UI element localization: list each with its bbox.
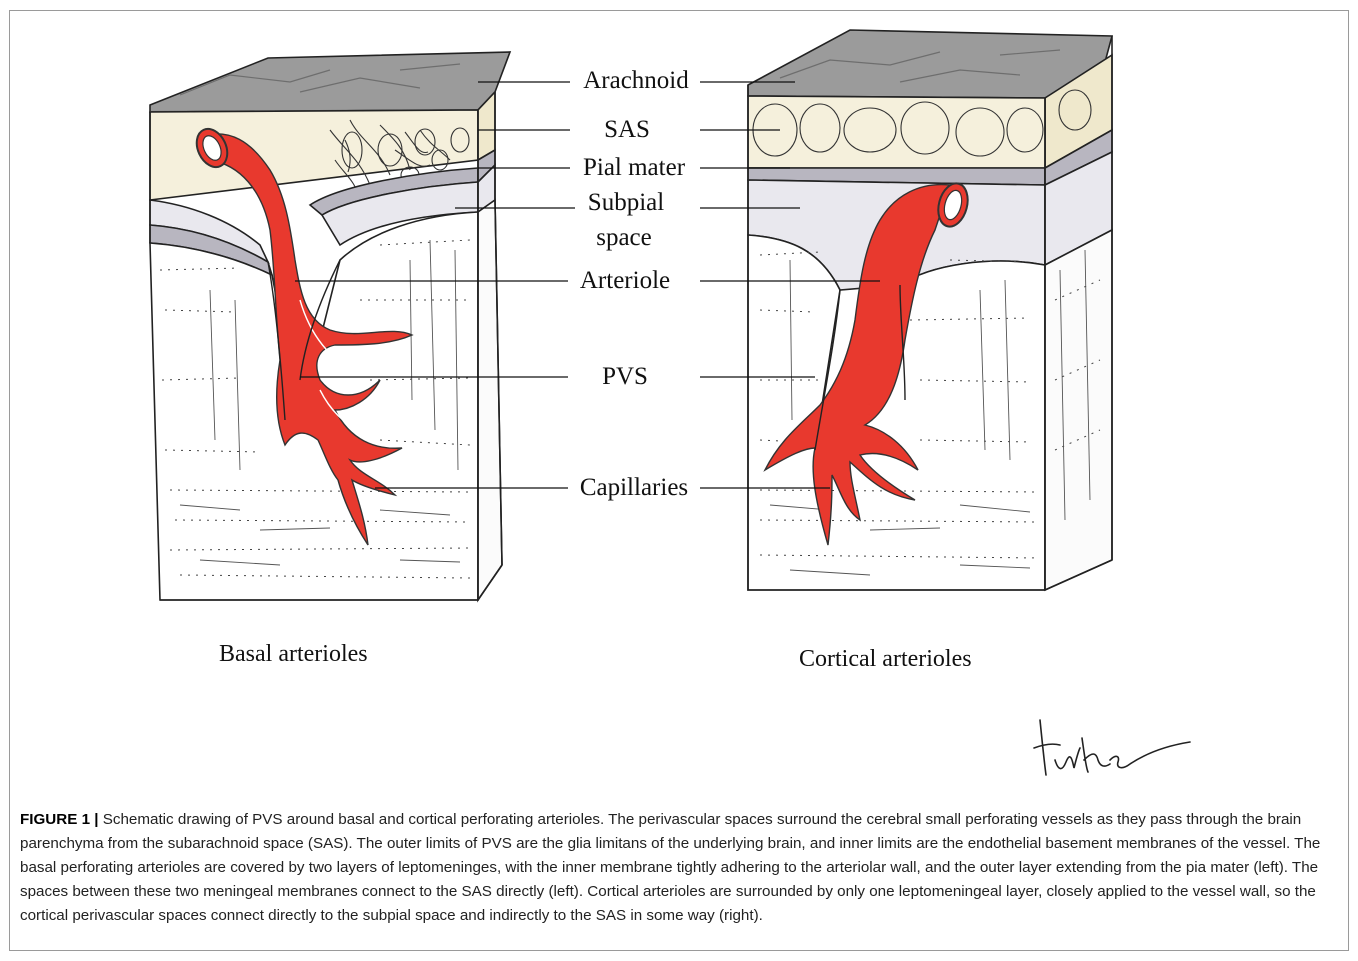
figure-caption: FIGURE 1 | Schematic drawing of PVS arou… [20, 808, 1338, 928]
label-capillaries: Capillaries [580, 475, 688, 500]
signature-mark [1034, 720, 1190, 775]
label-sas: SAS [604, 117, 650, 142]
label-arachnoid: Arachnoid [583, 68, 689, 93]
label-pvs: PVS [602, 364, 648, 389]
panel-caption-cortical: Cortical arterioles [799, 647, 972, 671]
caption-label: FIGURE 1 | [20, 811, 99, 828]
right-arachnoid-layer [748, 30, 1112, 98]
right-sas-layer [748, 96, 1045, 168]
label-arteriole: Arteriole [580, 268, 670, 293]
panel-caption-basal: Basal arterioles [219, 642, 368, 666]
left-arachnoid-layer [150, 52, 510, 112]
label-subpial-line2: space [596, 225, 652, 250]
caption-text: Schematic drawing of PVS around basal an… [20, 811, 1320, 924]
label-pial-mater: Pial mater [583, 155, 685, 180]
label-subpial-line1: Subpial [588, 190, 664, 215]
pvs-schematic [0, 0, 1358, 800]
right-block [748, 30, 1112, 590]
left-block [150, 52, 510, 600]
